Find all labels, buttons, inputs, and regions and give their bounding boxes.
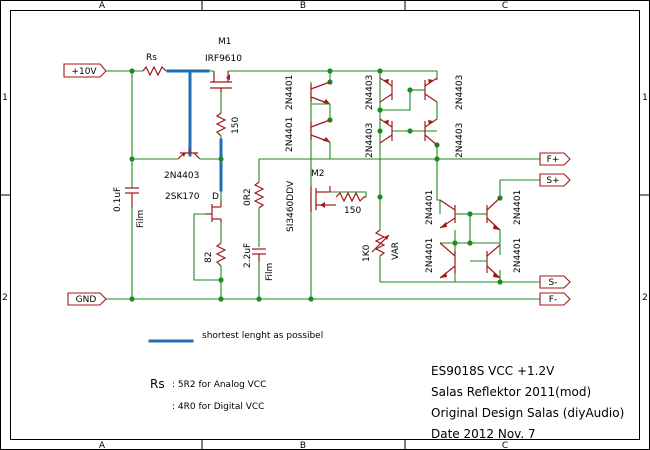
transistor-2n4403-limit bbox=[177, 148, 201, 160]
resistor-150-vertical bbox=[215, 112, 227, 137]
label-0r2: 0R2 bbox=[243, 188, 253, 206]
port-s-plus-label: S+ bbox=[546, 176, 559, 186]
label-film-2: Film bbox=[265, 263, 275, 281]
port-plus10v-label: +10V bbox=[71, 67, 97, 77]
transistor-2n4401-bottom bbox=[310, 103, 331, 143]
label-2n4403-center-bottom: 2N4403 bbox=[365, 123, 375, 158]
notes: shortest lenght as possibel Rs : 5R2 for… bbox=[150, 331, 323, 412]
label-var: VAR bbox=[391, 242, 401, 260]
rs-note-analog: : 5R2 for Analog VCC bbox=[172, 380, 266, 390]
label-drain: D bbox=[212, 192, 219, 202]
port-gnd: GND bbox=[67, 292, 107, 306]
row-label-2: 2 bbox=[2, 293, 8, 303]
label-2n4401-bottom: 2N4401 bbox=[285, 117, 295, 152]
ports: +10V GND F+ S+ S- F- bbox=[63, 63, 571, 306]
port-f-minus: F- bbox=[539, 292, 571, 306]
column-label-c-bottom: C bbox=[502, 441, 508, 450]
transistor-2n4401-right-cluster-tr bbox=[475, 197, 501, 231]
port-gnd-label: GND bbox=[76, 295, 97, 305]
label-2n4401-cluster-tr: 2N4401 bbox=[513, 190, 523, 225]
row-label-1-right: 1 bbox=[642, 93, 648, 103]
components bbox=[125, 65, 501, 279]
label-2sk170: 2SK170 bbox=[165, 192, 200, 202]
critical-wires bbox=[148, 69, 223, 343]
label-irf9610: IRF9610 bbox=[205, 54, 242, 64]
label-film-1: Film bbox=[136, 210, 146, 228]
capacitor-2.2uf bbox=[252, 248, 266, 262]
label-rs: Rs bbox=[146, 53, 157, 63]
port-f-minus-label: F- bbox=[549, 295, 557, 305]
title-line-4: Date 2012 Nov. 7 bbox=[431, 427, 536, 441]
label-m1: M1 bbox=[218, 37, 232, 47]
transistor-2n4403-center-top bbox=[379, 77, 393, 103]
rs-note-prefix: Rs bbox=[150, 377, 165, 391]
resistor-rs bbox=[142, 65, 167, 77]
row-label-1: 1 bbox=[2, 93, 8, 103]
row-label-2-right: 2 bbox=[642, 293, 648, 303]
label-2n4403-center-top: 2N4403 bbox=[365, 75, 375, 110]
label-si3460ddv: SI3460DDV bbox=[286, 180, 296, 232]
resistor-82 bbox=[215, 242, 227, 267]
label-2n4401-cluster-bl: 2N4401 bbox=[425, 238, 435, 273]
title-line-2: Salas Reflektor 2011(mod) bbox=[431, 385, 591, 399]
rs-note-digital: : 4R0 for Digital VCC bbox=[172, 402, 264, 412]
mosfet-m1 bbox=[210, 71, 232, 92]
transistor-2n4401-right-cluster-tl bbox=[439, 199, 470, 229]
label-1k0: 1K0 bbox=[362, 244, 372, 262]
mosfet-m2 bbox=[310, 186, 336, 212]
title-line-1: ES9018S VCC +1.2V bbox=[431, 364, 555, 378]
wires bbox=[106, 70, 540, 300]
port-plus10v: +10V bbox=[63, 63, 107, 78]
column-label-c: C bbox=[502, 1, 508, 11]
port-s-minus-label: S- bbox=[549, 278, 558, 288]
label-2n4401-top: 2N4401 bbox=[285, 75, 295, 110]
port-s-minus: S- bbox=[539, 275, 571, 289]
label-c01: 0.1uF bbox=[113, 187, 123, 212]
transistor-2n4403-right-top bbox=[410, 77, 438, 103]
transistor-2n4401-right-cluster-bl bbox=[439, 242, 456, 279]
label-m2: M2 bbox=[311, 169, 325, 179]
resistor-1k0-var bbox=[371, 229, 390, 257]
component-labels: Rs M1 IRF9610 150 2N4403 2SK170 D 0.1uF … bbox=[113, 37, 523, 281]
label-r150-vertical: 150 bbox=[231, 117, 241, 134]
label-2.2uf: 2.2uF bbox=[243, 243, 253, 268]
junctions bbox=[129, 68, 503, 302]
label-2n4403-right-bottom: 2N4403 bbox=[455, 123, 465, 158]
port-f-plus: F+ bbox=[539, 152, 571, 166]
resistor-150-horizontal bbox=[335, 191, 366, 203]
label-2n4401-cluster-tl: 2N4401 bbox=[425, 190, 435, 225]
port-s-plus: S+ bbox=[539, 173, 571, 187]
transistor-2n4403-center-bottom bbox=[379, 118, 393, 144]
transistor-2n4401-right-cluster-br bbox=[470, 244, 501, 279]
jfet-2sk170 bbox=[205, 201, 222, 222]
resistor-0r2 bbox=[253, 181, 265, 209]
title-line-3: Original Design Salas (diyAudio) bbox=[431, 406, 624, 420]
transistor-2n4401-top bbox=[310, 81, 331, 105]
capacitor-0.1uf bbox=[125, 187, 139, 208]
column-label-b-bottom: B bbox=[300, 441, 306, 450]
label-82: 82 bbox=[204, 252, 214, 263]
label-2n4403-limit: 2N4403 bbox=[164, 171, 199, 181]
label-2n4401-cluster-br: 2N4401 bbox=[513, 238, 523, 273]
transistor-2n4403-right-bottom bbox=[424, 102, 438, 146]
column-label-a-bottom: A bbox=[99, 441, 106, 450]
label-r150-horizontal: 150 bbox=[344, 206, 361, 216]
port-f-plus-label: F+ bbox=[547, 155, 560, 165]
title-block: ES9018S VCC +1.2V Salas Reflektor 2011(m… bbox=[431, 364, 624, 441]
legend-text: shortest lenght as possibel bbox=[202, 331, 323, 341]
column-label-a: A bbox=[99, 1, 106, 11]
column-label-b: B bbox=[300, 1, 306, 11]
label-2n4403-right-top: 2N4403 bbox=[455, 75, 465, 110]
